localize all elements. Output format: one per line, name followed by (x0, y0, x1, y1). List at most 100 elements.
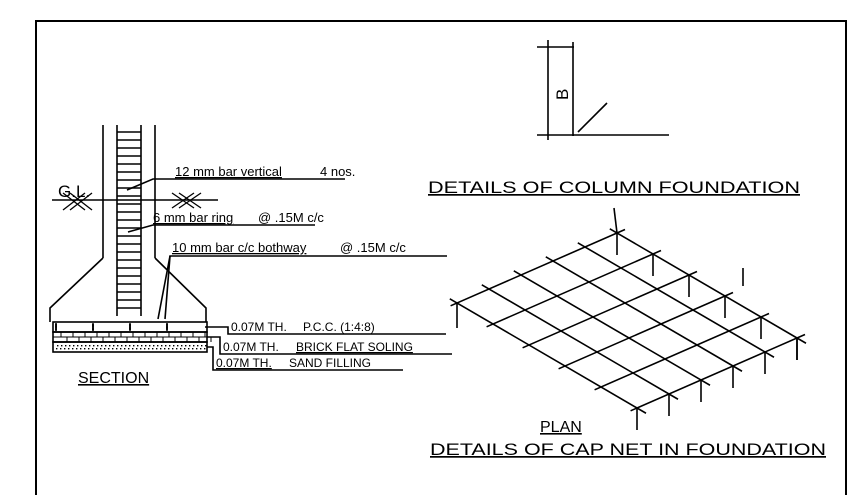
bar-ring-spacing: @ .15M c/c (258, 210, 324, 225)
sand-label: SAND FILLING (289, 356, 371, 370)
sand-grain (112, 348, 114, 350)
section-view: G.L. 12 mm bar vertical 4 nos. 6 mm bar … (49, 125, 452, 387)
pcc-aggregate (166, 326, 168, 328)
section-title: SECTION (78, 370, 149, 387)
sand-grain (193, 345, 195, 347)
pcc-aggregate (129, 327, 131, 329)
sand-grain (200, 348, 202, 350)
sand-grain (108, 348, 110, 350)
sand-grain (137, 345, 139, 347)
sand-grain (132, 348, 134, 350)
column-foundation-title: DETAILS OF COLUMN FOUNDATION (428, 178, 800, 197)
sand-grain (169, 345, 171, 347)
sand-grain (129, 345, 131, 347)
sand-grain (160, 348, 162, 350)
column-foundation-detail: B DETAILS OF COLUMN FOUNDATION (428, 40, 800, 197)
sand-grain (113, 345, 115, 347)
pcc-aggregate (55, 329, 57, 331)
sand-grain (105, 345, 107, 347)
sand-grain (65, 345, 67, 347)
sand-grain (100, 348, 102, 350)
cap-net-bar (450, 228, 626, 307)
sand-grain (181, 345, 183, 347)
ring-bars (117, 131, 141, 309)
plan-label: PLAN (540, 419, 582, 436)
dimension-b-label: B (553, 89, 572, 100)
sand-grain (76, 348, 78, 350)
sand-grain (84, 348, 86, 350)
gl-label: G.L. (58, 182, 90, 201)
pcc-aggregate (55, 323, 57, 325)
pcc-thickness: 0.07M TH. (231, 320, 287, 334)
sand-grain (81, 345, 83, 347)
sand-grain (57, 345, 59, 347)
leader-sand (207, 346, 403, 371)
footing-left-slope (49, 257, 104, 322)
leader-soling (207, 336, 452, 355)
sand-grain (173, 345, 175, 347)
sand-grain (149, 345, 151, 347)
sand-texture (56, 345, 207, 350)
sand-grain (176, 348, 178, 350)
sand-grain (164, 348, 166, 350)
pcc-texture (55, 323, 168, 331)
pcc-aggregate (92, 324, 94, 326)
sand-grain (148, 348, 150, 350)
pcc-aggregate (92, 328, 94, 330)
sand-grain (88, 348, 90, 350)
sand-grain (128, 348, 130, 350)
foundation-slope-line (577, 102, 608, 133)
sand-grain (204, 348, 206, 350)
sand-grain (97, 345, 99, 347)
sand-grain (124, 348, 126, 350)
sand-grain (153, 345, 155, 347)
pcc-aggregate (166, 323, 168, 325)
sand-grain (140, 348, 142, 350)
sand-filling-layer (52, 341, 208, 353)
bar-bothway-label: 10 mm bar c/c bothway (172, 240, 307, 255)
cap-net-bent-end (613, 207, 618, 234)
pcc-aggregate (55, 325, 57, 327)
sand-grain (120, 348, 122, 350)
cap-net-bar (594, 312, 770, 391)
brick-texture (53, 332, 212, 342)
sand-grain (196, 348, 198, 350)
sand-thickness: 0.07M TH. (216, 356, 272, 370)
sand-grain (201, 345, 203, 347)
cap-net-bar (609, 228, 807, 344)
sand-grain (116, 348, 118, 350)
sand-grain (85, 345, 87, 347)
sand-grain (104, 348, 106, 350)
sand-grain (80, 348, 82, 350)
sand-grain (157, 345, 159, 347)
sand-grain (96, 348, 98, 350)
bar-bothway-spacing: @ .15M c/c (340, 240, 406, 255)
cap-net-plan: PLAN DETAILS OF CAP NET IN FOUNDATION (430, 207, 826, 459)
leader-bar-bothway-2 (164, 255, 171, 320)
sand-grain (141, 345, 143, 347)
sand-grain (165, 345, 167, 347)
cap-net-bar (545, 256, 743, 372)
sand-grain (69, 345, 71, 347)
sand-grain (168, 348, 170, 350)
footing-right-slope (154, 257, 207, 322)
sand-grain (89, 345, 91, 347)
sand-grain (172, 348, 174, 350)
ground-hatch-left (62, 192, 93, 211)
sand-grain (121, 345, 123, 347)
sand-grain (56, 348, 58, 350)
cap-net-bar (513, 270, 711, 386)
sand-grain (68, 348, 70, 350)
sand-grain (180, 348, 182, 350)
soling-label: BRICK FLAT SOLING (296, 340, 413, 354)
sand-grain (161, 345, 163, 347)
sand-grain (73, 345, 75, 347)
ground-hatch-right (171, 192, 202, 209)
sand-grain (125, 345, 127, 347)
sand-grain (197, 345, 199, 347)
cap-net-title: DETAILS OF CAP NET IN FOUNDATION (430, 440, 826, 459)
bar-vertical-count: 4 nos. (320, 164, 355, 179)
sheet-border (35, 20, 847, 495)
cap-net-bar (558, 291, 734, 370)
sand-grain (189, 345, 191, 347)
